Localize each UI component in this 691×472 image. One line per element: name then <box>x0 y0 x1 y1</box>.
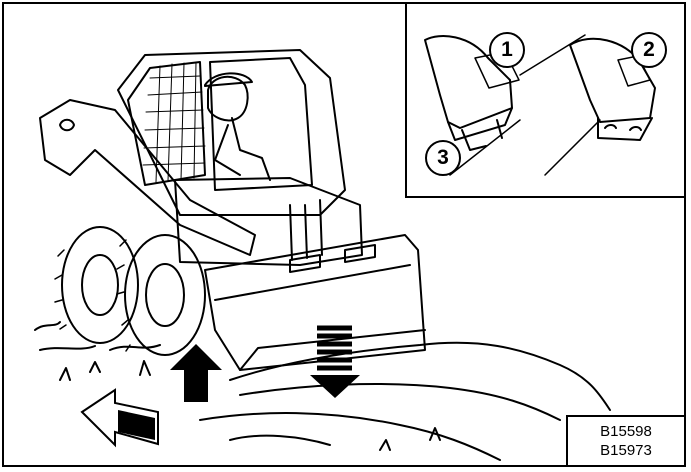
reference-code-1: B15598 <box>600 422 652 441</box>
callout-2: 2 <box>631 32 667 68</box>
callout-3: 3 <box>425 140 461 176</box>
reference-code-2: B15973 <box>600 441 652 460</box>
reference-code-box: B15598 B15973 <box>566 415 686 467</box>
callout-1: 1 <box>489 32 525 68</box>
